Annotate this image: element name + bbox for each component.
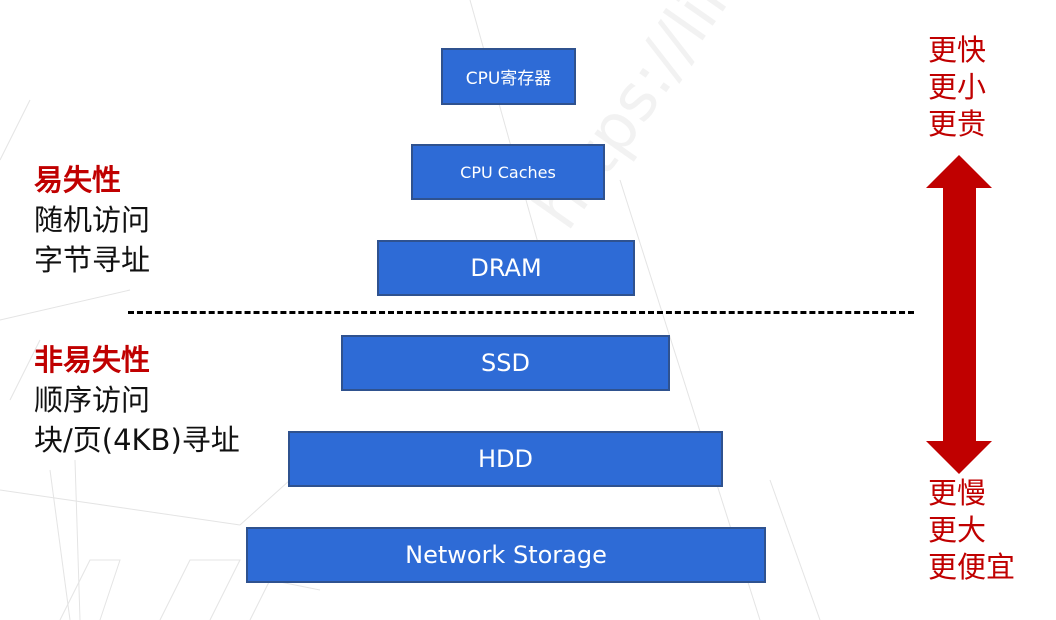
nonvolatile-line: 顺序访问 [34, 383, 151, 417]
arrow-up-head [926, 155, 992, 188]
arrow-down-head [926, 441, 992, 474]
scale-top-label: 更小 [928, 70, 987, 104]
tier-dram: DRAM [377, 240, 635, 296]
scale-top-labels: 更快 更小 更贵 [928, 32, 986, 143]
tier-hdd: HDD [288, 431, 723, 487]
scale-bottom-labels: 更慢 更大 更便宜 [928, 475, 1015, 586]
scale-bottom-label: 更便宜 [928, 550, 1016, 584]
nonvolatile-line: 块/页(4KB)寻址 [34, 423, 240, 457]
tier-ssd: SSD [341, 335, 670, 391]
scale-bottom-label: 更大 [928, 513, 987, 547]
scale-top-label: 更快 [928, 33, 987, 67]
scale-top-label: 更贵 [928, 107, 987, 141]
volatile-line: 随机访问 [34, 203, 151, 237]
arrow-shaft [943, 187, 976, 443]
nonvolatile-title: 非易失性 [34, 343, 151, 377]
nonvolatile-description: 非易失性 顺序访问 块/页(4KB)寻址 [34, 340, 240, 460]
double-vertical-arrow-icon [926, 155, 992, 474]
volatile-description: 易失性 随机访问 字节寻址 [34, 160, 150, 280]
volatile-line: 字节寻址 [34, 243, 151, 277]
tier-cpu-registers: CPU寄存器 [441, 48, 576, 105]
tier-cpu-caches: CPU Caches [411, 144, 605, 200]
volatile-title: 易失性 [34, 163, 122, 197]
volatility-divider [128, 311, 914, 314]
tier-network-storage: Network Storage [246, 527, 766, 583]
scale-bottom-label: 更慢 [928, 476, 987, 510]
